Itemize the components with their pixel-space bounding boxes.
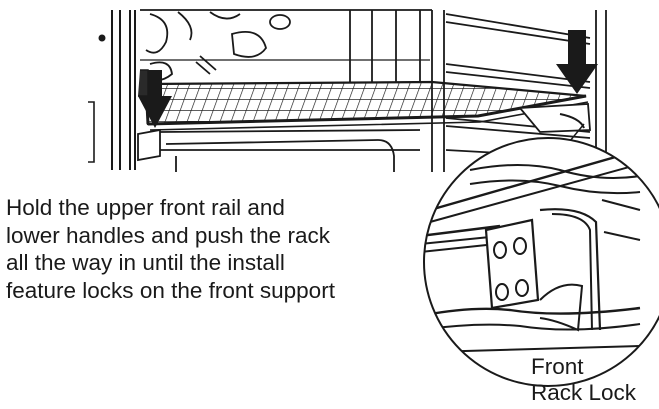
front-rack-lock-detail — [423, 137, 659, 387]
callout-line-2: Rack Lock — [531, 380, 637, 405]
callout-line-1: Front — [531, 354, 584, 379]
instruction-line-3: all the way in until the install — [6, 250, 285, 275]
push-arrow-icon — [556, 30, 598, 94]
instruction-line-4: feature locks on the front support — [6, 277, 335, 303]
oven-back-wall — [140, 9, 432, 82]
instruction-line-1: Hold the upper front rail and — [6, 195, 285, 220]
instruction-line-2: lower handles and push the rack — [6, 222, 330, 248]
front-rack-lock-label: Front Rack Lock — [531, 354, 636, 406]
push-arrow-icon — [138, 69, 172, 128]
installation-instruction: Hold the upper front rail and lower hand… — [6, 194, 426, 304]
oven-rack — [144, 80, 591, 133]
oven-left-wall — [88, 10, 136, 170]
lower-handle — [137, 128, 421, 172]
